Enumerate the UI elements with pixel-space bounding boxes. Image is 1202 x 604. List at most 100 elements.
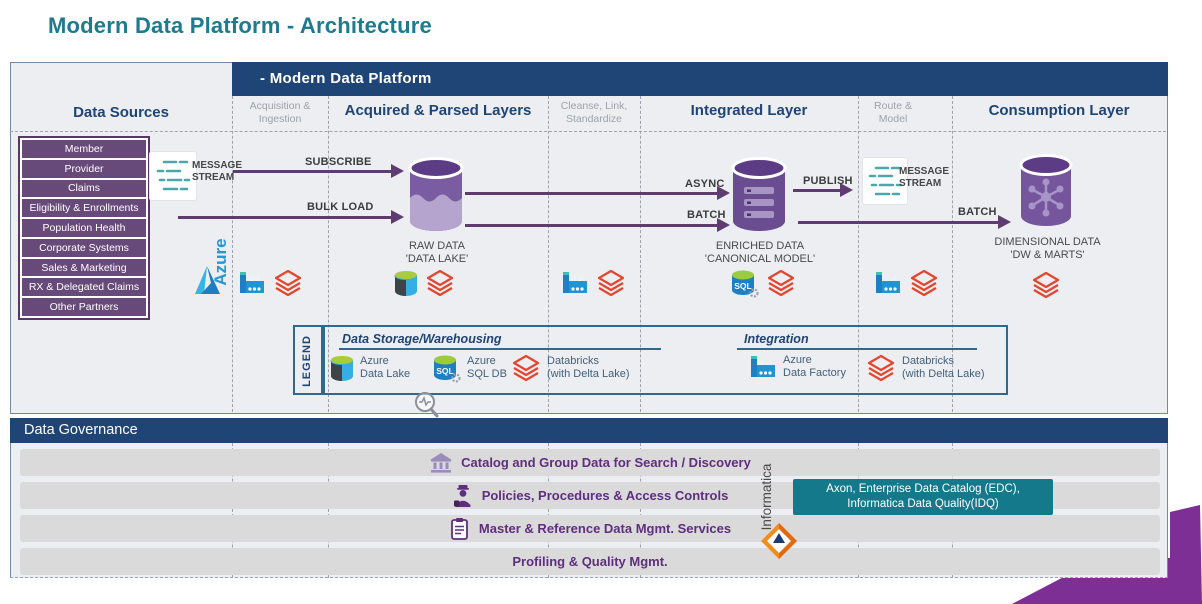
databricks-icon xyxy=(512,354,540,382)
column-separator xyxy=(952,96,953,412)
databricks-icon xyxy=(1032,271,1060,299)
message-stream-line1: MESSAGE xyxy=(899,166,950,177)
publish-arrow xyxy=(793,183,853,197)
bank-icon xyxy=(430,452,453,473)
tech-icons-route xyxy=(873,268,939,298)
tech-icons-integrated: SQL xyxy=(728,268,796,298)
azure-sql-db-icon: SQL xyxy=(732,270,759,298)
officer-icon xyxy=(453,484,471,507)
legend-item-name: Databricks xyxy=(902,355,954,367)
legend-label: LEGEND xyxy=(301,335,313,387)
legend-item-sub: SQL DB xyxy=(467,368,507,380)
tech-icons-cleanse xyxy=(560,268,626,298)
azure-sql-db-icon: SQL xyxy=(434,355,461,383)
legend-section-storage-title: Data Storage/Warehousing xyxy=(342,332,502,346)
legend-item-sub: Data Factory xyxy=(783,367,846,379)
column-header-cleanse: Cleanse, Link, Standardize xyxy=(560,100,628,126)
architecture-panel xyxy=(10,62,1168,414)
dimensional-data-cylinder xyxy=(1019,154,1073,226)
legend-item-name: Azure xyxy=(467,355,496,367)
data-source-item: Corporate Systems xyxy=(22,238,146,257)
dimensional-data-title: DIMENSIONAL DATA xyxy=(994,236,1101,248)
data-source-item: Member xyxy=(22,140,146,158)
legend-item-sub: (with Delta Lake) xyxy=(902,368,985,380)
data-source-item: Eligibility & Enrollments xyxy=(22,199,146,218)
sql-label: SQL xyxy=(734,281,751,291)
column-separator xyxy=(548,96,549,412)
legend-item-name: Databricks xyxy=(547,355,599,367)
header-divider xyxy=(10,131,1166,132)
governance-banner: Data Governance xyxy=(10,418,1168,443)
column-header-acquired: Acquired & Parsed Layers xyxy=(344,102,532,119)
azure-triangle-icon xyxy=(195,266,220,294)
dimensional-data-subtitle: 'DW & MARTS' xyxy=(1010,249,1085,261)
azure-data-factory-icon xyxy=(751,356,775,377)
column-separator xyxy=(328,443,329,578)
azure-data-lake-icon xyxy=(330,356,353,381)
pulse-magnifier-icon xyxy=(415,392,439,418)
sql-label: SQL xyxy=(436,366,453,376)
enriched-data-subtitle: 'CANONICAL MODEL' xyxy=(704,253,816,265)
data-sources-group: Member Provider Claims Eligibility & Enr… xyxy=(18,136,150,320)
governance-row-master: Master & Reference Data Mgmt. Services xyxy=(20,515,1160,542)
legend-item-name: Azure xyxy=(360,355,389,367)
column-separator xyxy=(640,443,641,578)
governance-row-label: Master & Reference Data Mgmt. Services xyxy=(478,521,732,536)
message-stream-line2: STREAM xyxy=(899,178,942,189)
dimensional-data-label: DIMENSIONAL DATA 'DW & MARTS' xyxy=(950,236,1145,262)
azure-data-factory-icon xyxy=(240,272,264,293)
governance-row-label: Profiling & Quality Mgmt. xyxy=(512,554,668,569)
tech-icons-acquisition xyxy=(237,268,303,298)
column-separator xyxy=(640,96,641,412)
azure-data-lake-icon xyxy=(394,271,417,296)
informatica-diamond-icon xyxy=(761,523,797,559)
databricks-icon xyxy=(274,269,302,297)
azure-data-factory-icon xyxy=(563,272,587,293)
column-separator xyxy=(548,443,549,578)
informatica-tools-box: Axon, Enterprise Data Catalog (EDC), Inf… xyxy=(793,479,1053,515)
column-header-consumption: Consumption Layer xyxy=(988,102,1130,119)
column-separator xyxy=(858,96,859,412)
bulk-load-arrow xyxy=(178,210,404,224)
column-header-integrated: Integrated Layer xyxy=(690,102,808,119)
governance-row-label: Catalog and Group Data for Search / Disc… xyxy=(461,455,751,470)
tech-icons-consumption xyxy=(1031,270,1061,300)
legend-tab: LEGEND xyxy=(293,325,323,395)
governance-row-catalog: Catalog and Group Data for Search / Disc… xyxy=(20,449,1160,476)
data-source-item: Provider xyxy=(22,159,146,178)
column-header-data-sources: Data Sources xyxy=(73,104,169,121)
data-source-item: Other Partners xyxy=(22,298,146,317)
raw-data-title: RAW DATA xyxy=(408,240,465,252)
async-label: ASYNC xyxy=(685,178,725,190)
message-stream-icon xyxy=(150,152,196,200)
platform-banner: - Modern Data Platform xyxy=(232,62,1168,96)
raw-data-lake-cylinder xyxy=(408,157,464,231)
legend-rule xyxy=(339,348,661,350)
data-source-item: RX & Delegated Claims xyxy=(22,278,146,297)
tools-line1: Axon, Enterprise Data Catalog (EDC), xyxy=(826,483,1020,495)
raw-data-label: RAW DATA 'DATA LAKE' xyxy=(367,240,507,266)
subscribe-arrow xyxy=(233,164,404,178)
legend-item-databricks-integration: Databricks(with Delta Lake) xyxy=(865,352,985,384)
databricks-icon xyxy=(910,269,938,297)
enriched-data-title: ENRICHED DATA xyxy=(715,240,805,252)
batch-label-consumption: BATCH xyxy=(958,206,997,218)
data-source-item: Population Health xyxy=(22,219,146,237)
page-title: Modern Data Platform - Architecture xyxy=(48,13,432,38)
message-stream-icon xyxy=(863,158,907,204)
subscribe-label: SUBSCRIBE xyxy=(305,156,372,168)
legend-section-integration-title: Integration xyxy=(744,332,809,346)
column-header-route: Route & Model xyxy=(874,100,912,126)
legend-item-databricks-storage: Databricks(with Delta Lake) xyxy=(510,352,630,384)
message-stream-line1: MESSAGE xyxy=(192,160,243,171)
batch-arrow-integrated xyxy=(465,218,730,232)
message-stream-label: MESSAGE STREAM xyxy=(899,166,949,190)
column-separator xyxy=(328,96,329,412)
publish-label: PUBLISH xyxy=(803,175,853,187)
databricks-icon xyxy=(426,269,454,297)
